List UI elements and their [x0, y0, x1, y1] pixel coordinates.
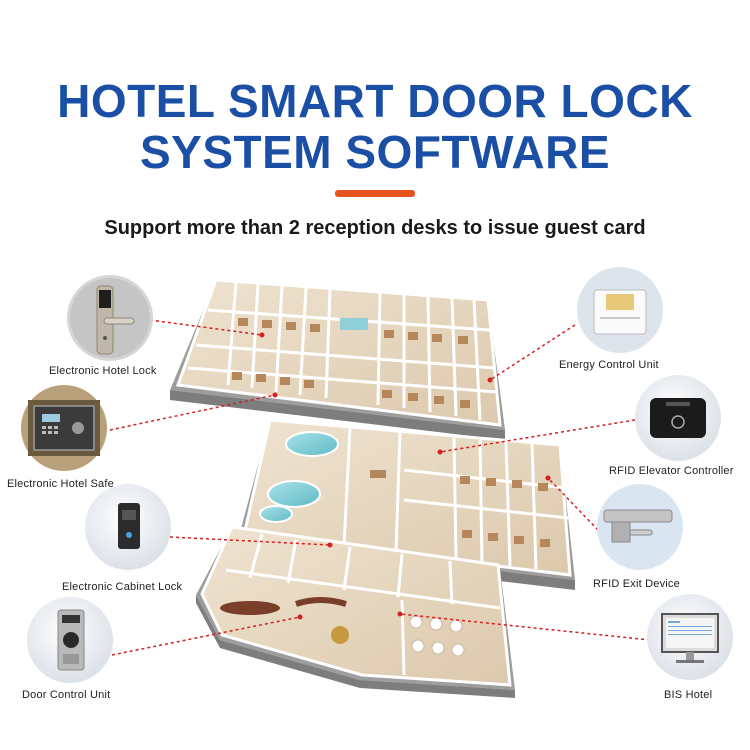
title-line-1: HOTEL SMART DOOR LOCK	[57, 75, 693, 127]
label-door-control-unit: Door Control Unit	[22, 689, 111, 701]
computer-icon	[647, 594, 733, 680]
door-control-unit-icon	[27, 597, 113, 683]
door-lock-icon	[67, 275, 153, 361]
label-rfid-elevator-controller: RFID Elevator Controller	[609, 465, 734, 477]
connector-lines	[109, 319, 651, 656]
label-electronic-cabinet-lock: Electronic Cabinet Lock	[62, 581, 183, 593]
ground-floor	[196, 525, 515, 698]
safe-icon	[21, 385, 107, 471]
label-electronic-hotel-safe: Electronic Hotel Safe	[7, 478, 114, 490]
cabinet-lock-icon	[85, 484, 171, 570]
energy-switch-icon	[577, 267, 663, 353]
label-bis-hotel: BIS Hotel	[664, 689, 713, 701]
label-energy-control-unit: Energy Control Unit	[559, 359, 659, 371]
exit-bar-icon	[597, 484, 683, 570]
subtitle: Support more than 2 reception desks to i…	[104, 217, 646, 239]
top-floor	[170, 278, 505, 440]
label-rfid-exit-device: RFID Exit Device	[593, 578, 680, 590]
accent-bar	[335, 190, 415, 197]
label-electronic-hotel-lock: Electronic Hotel Lock	[49, 365, 157, 377]
title-line-2: SYSTEM SOFTWARE	[139, 126, 611, 178]
elevator-reader-icon	[635, 375, 721, 461]
